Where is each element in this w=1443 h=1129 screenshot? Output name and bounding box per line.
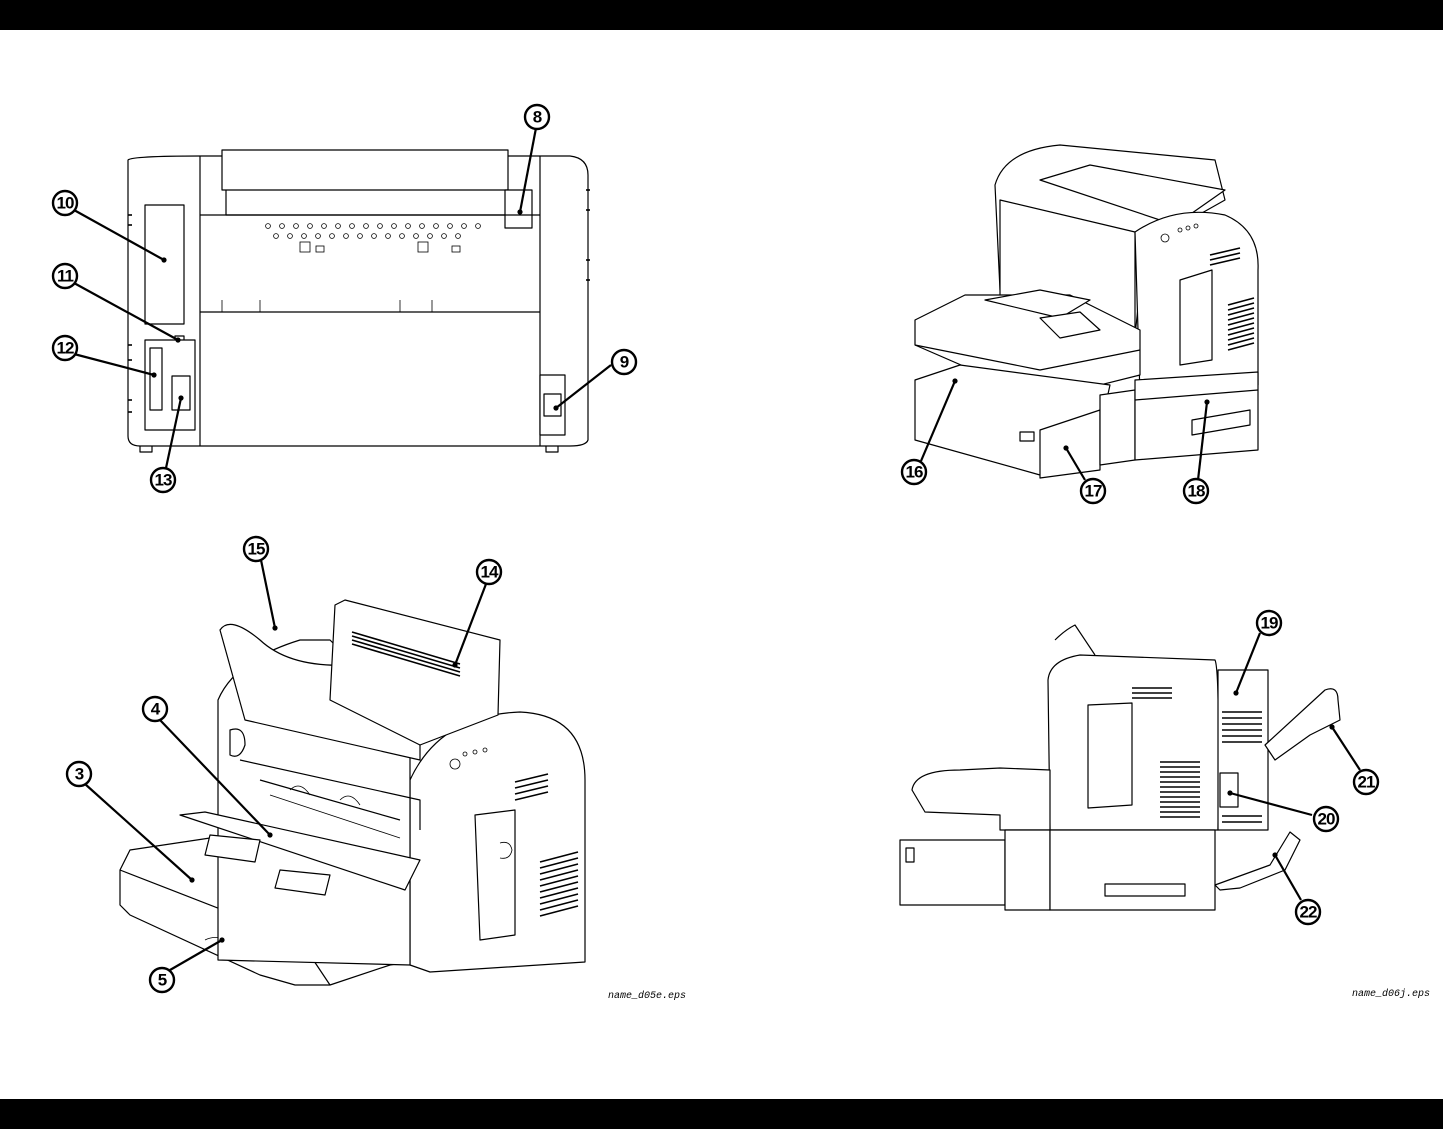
printer-with-trays-view [914,144,1259,479]
printer-front-view-open [119,599,586,986]
svg-text:17: 17 [1085,482,1102,501]
svg-text:16: 16 [906,463,923,482]
printer-side-view [899,624,1341,911]
svg-text:18: 18 [1188,482,1205,501]
callout-8: 8 [523,103,551,131]
svg-text:5: 5 [158,971,167,990]
callout-16: 16 [900,458,928,486]
callout-10: 10 [51,189,79,217]
svg-text:11: 11 [57,267,74,286]
callout-4: 4 [141,695,169,723]
svg-text:9: 9 [620,353,629,372]
callout-15: 15 [242,535,270,563]
printer-rear-view [127,149,590,453]
callout-18: 18 [1182,477,1210,505]
svg-text:15: 15 [248,540,265,559]
callout-3: 3 [65,760,93,788]
bottom-black-bar [0,1099,1443,1129]
callout-22: 22 [1294,898,1322,926]
callout-9: 9 [610,348,638,376]
file-name-right: name_d06j.eps [1352,988,1430,1000]
callout-12: 12 [51,334,79,362]
svg-text:20: 20 [1318,810,1335,829]
svg-text:3: 3 [75,765,84,784]
callout-13: 13 [149,466,177,494]
svg-text:19: 19 [1261,614,1278,633]
file-name-left: name_d05e.eps [608,990,686,1002]
callout-5: 5 [148,966,176,994]
svg-text:10: 10 [57,194,74,213]
callout-19: 19 [1255,609,1283,637]
callout-20: 20 [1312,805,1340,833]
svg-text:21: 21 [1358,773,1375,792]
top-black-bar [0,0,1443,30]
leader-lines [73,127,1361,971]
svg-text:22: 22 [1300,903,1317,922]
svg-text:4: 4 [151,700,161,719]
svg-text:14: 14 [481,563,499,582]
svg-text:8: 8 [533,108,542,127]
callout-14: 14 [475,558,503,586]
callout-17: 17 [1079,477,1107,505]
callout-11: 11 [51,262,79,290]
svg-text:12: 12 [57,339,74,358]
svg-text:13: 13 [155,471,172,490]
callout-21: 21 [1352,768,1380,796]
printer-parts-diagram: 8 9 10 11 12 13 14 15 4 3 5 16 17 18 19 … [51,103,1430,1002]
